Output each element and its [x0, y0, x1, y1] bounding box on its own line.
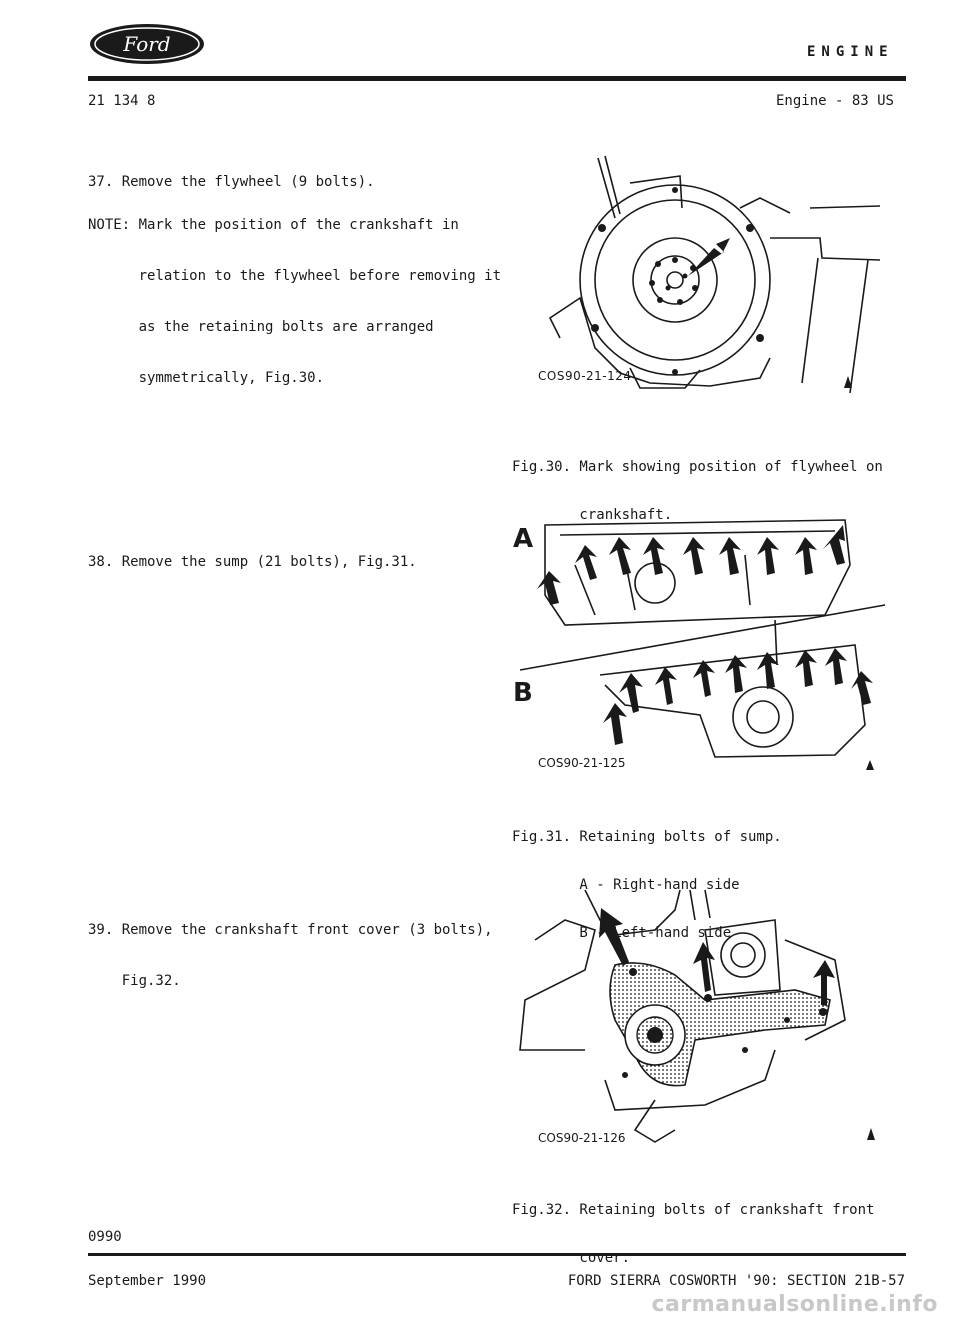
- label-b: B: [513, 678, 533, 708]
- figure-30-caption: Fig.30. Mark showing position of flywhee…: [512, 427, 883, 539]
- front-cover-illustration: COS90-21-126: [519, 889, 875, 1145]
- note-line: as the retaining bolts are arranged: [88, 319, 434, 335]
- caption-line: Fig.32. Retaining bolts of crankshaft fr…: [512, 1202, 875, 1218]
- figure-code: COS90-21-125: [538, 756, 626, 770]
- figure-32-front-cover: COS90-21-126: [505, 880, 890, 1148]
- figure-31-caption: Fig.31. Retaining bolts of sump. A - Rig…: [512, 797, 782, 957]
- step-line: 39. Remove the crankshaft front cover (3…: [88, 922, 493, 938]
- figure-32-caption: Fig.32. Retaining bolts of crankshaft fr…: [512, 1170, 874, 1282]
- ford-logo: Ford: [88, 22, 206, 66]
- step-line: 37. Remove the flywheel (9 bolts).: [88, 174, 375, 190]
- header-rule: [88, 76, 906, 81]
- step-38: 38. Remove the sump (21 bolts), Fig.31.: [88, 520, 417, 588]
- engine-reference: Engine - 83 US: [775, 93, 894, 109]
- step-39: 39. Remove the crankshaft front cover (3…: [88, 888, 493, 1007]
- note-line: symmetrically, Fig.30.: [88, 370, 325, 386]
- watermark: carmanualsonline.info: [651, 1292, 938, 1317]
- label-a: A: [513, 524, 533, 554]
- step-line: Fig.32.: [88, 973, 181, 989]
- flywheel-illustration: COS90-21-124: [538, 155, 881, 394]
- caption-line: Fig.30. Mark showing position of flywhee…: [512, 459, 883, 475]
- footer-code: 0990: [88, 1229, 122, 1245]
- figure-code: COS90-21-126: [538, 1131, 626, 1145]
- section-title: ENGINE: [807, 44, 894, 60]
- footer-title: FORD SIERRA COSWORTH '90: SECTION 21B-57: [567, 1273, 905, 1289]
- page-reference: 21 134 8: [88, 93, 156, 109]
- note: NOTE: Mark the position of the crankshaf…: [88, 183, 501, 404]
- step-line: 38. Remove the sump (21 bolts), Fig.31.: [88, 554, 417, 570]
- caption-line: A - Right-hand side: [512, 877, 740, 893]
- figure-30-flywheel: COS90-21-124: [510, 148, 890, 410]
- note-line: relation to the flywheel before removing…: [88, 268, 502, 284]
- caption-line: crankshaft.: [512, 507, 673, 523]
- caption-line: Fig.31. Retaining bolts of sump.: [512, 829, 782, 845]
- step-37: 37. Remove the flywheel (9 bolts).: [88, 140, 375, 208]
- figure-31-sump: A B COS90-21-125: [505, 505, 890, 775]
- sump-illustration: A B COS90-21-125: [513, 519, 886, 770]
- footer-rule: [88, 1253, 906, 1256]
- figure-code: COS90-21-124: [538, 369, 632, 383]
- ford-logo-text: Ford: [122, 32, 170, 56]
- footer-date: September 1990: [88, 1273, 207, 1289]
- note-line: NOTE: Mark the position of the crankshaf…: [88, 217, 459, 233]
